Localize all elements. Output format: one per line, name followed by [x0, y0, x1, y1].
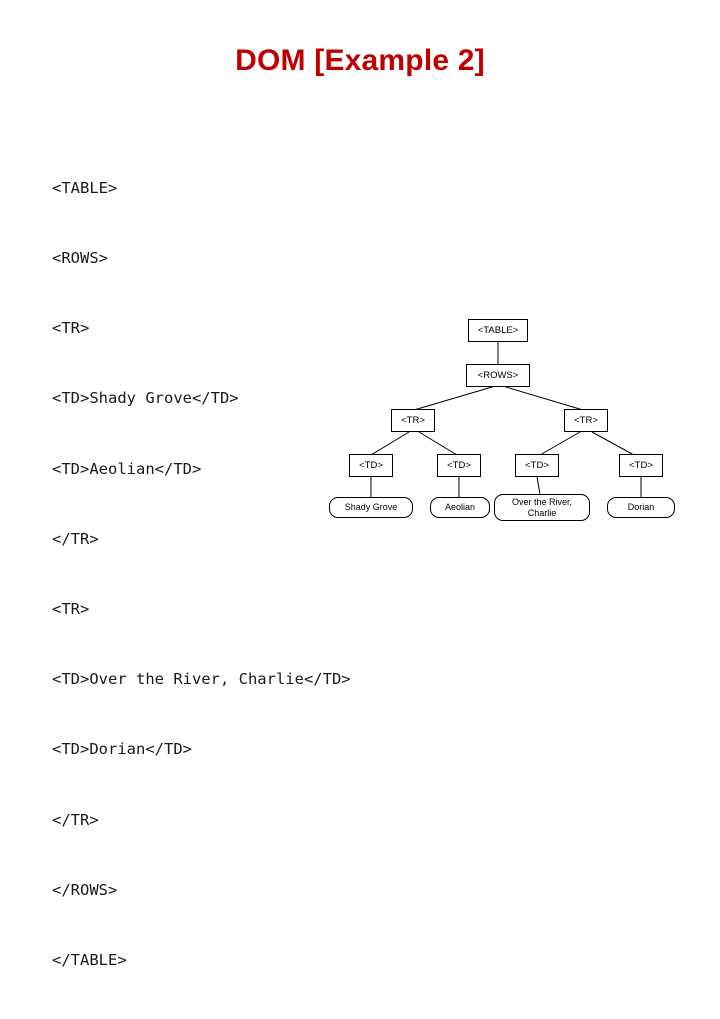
tree-node-label: <TD>	[359, 460, 383, 471]
code-line: <TD>Aeolian</TD>	[52, 459, 202, 478]
code-line: <ROWS>	[52, 249, 108, 268]
tree-node-td-1[interactable]: <TD>	[349, 454, 393, 477]
tree-leaf-dorian[interactable]: Dorian	[607, 497, 675, 518]
tree-node-label: <TR>	[574, 415, 598, 426]
tree-node-label: <TABLE>	[477, 325, 519, 336]
code-line: <TR>	[52, 319, 90, 338]
tree-node-label: Dorian	[627, 502, 655, 512]
tree-node-td-4[interactable]: <TD>	[619, 454, 663, 477]
tree-node-label: <TD>	[447, 460, 471, 471]
tree-node-label: <TR>	[401, 415, 425, 426]
page-title: DOM [Example 2]	[235, 44, 485, 77]
code-line: <TR>	[52, 600, 90, 619]
edge-td3-leaf3	[536, 476, 541, 495]
tree-node-tr-2[interactable]: <TR>	[564, 409, 608, 432]
tree-node-td-3[interactable]: <TD>	[515, 454, 559, 477]
edge-rows-tr2	[505, 386, 584, 411]
edge-rows-tr1	[413, 386, 493, 411]
tree-node-label: <ROWS>	[477, 370, 519, 381]
edge-tr2-td4	[591, 431, 635, 456]
code-line: <TD>Shady Grove</TD>	[52, 389, 239, 408]
edge-tr1-td2	[418, 431, 458, 456]
tree-node-label: <TD>	[525, 460, 549, 471]
tree-node-label: Aeolian	[444, 502, 476, 512]
edge-tr2-td3	[539, 431, 581, 456]
tree-node-td-2[interactable]: <TD>	[437, 454, 481, 477]
tree-leaf-shady-grove[interactable]: Shady Grove	[329, 497, 413, 518]
slide-canvas: DOM [Example 2] <TABLE> <ROWS> <TR> <TD>…	[52, 44, 675, 969]
code-listing: <TABLE> <ROWS> <TR> <TD>Shady Grove</TD>…	[52, 130, 351, 1019]
tree-node-label: <TD>	[629, 460, 653, 471]
tree-node-tr-1[interactable]: <TR>	[391, 409, 435, 432]
edge-tr1-td1	[370, 431, 410, 456]
code-line: </TABLE>	[52, 951, 127, 970]
code-line: </TR>	[52, 810, 99, 829]
tree-node-label: Over the River, Charlie	[511, 496, 573, 518]
tree-leaf-over-the-river-charlie[interactable]: Over the River, Charlie	[494, 494, 590, 521]
tree-node-rows[interactable]: <ROWS>	[466, 364, 530, 387]
code-line: <TD>Over the River, Charlie</TD>	[52, 670, 351, 689]
dom-tree-diagram: <TABLE> <ROWS> <TR> <TR> <TD> <TD> <TD> …	[329, 319, 675, 521]
code-line: <TD>Dorian</TD>	[52, 740, 192, 759]
code-line: <TABLE>	[52, 178, 118, 197]
tree-node-table[interactable]: <TABLE>	[468, 319, 528, 342]
tree-node-label: Shady Grove	[344, 502, 398, 512]
tree-leaf-aeolian[interactable]: Aeolian	[430, 497, 490, 518]
code-line: </ROWS>	[52, 880, 118, 899]
